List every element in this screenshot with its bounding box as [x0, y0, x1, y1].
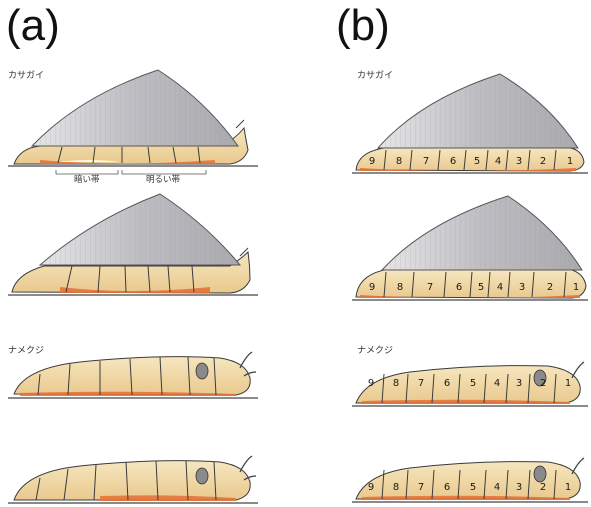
pneumostome	[534, 466, 546, 482]
segment-number-2: 2	[540, 378, 546, 389]
tentacle	[240, 352, 252, 368]
segment-number-7: 7	[418, 378, 424, 389]
pneumostome	[196, 468, 208, 484]
segment-number-4: 4	[497, 282, 503, 293]
segment-number-9: 9	[369, 156, 375, 167]
segment-number-5: 5	[474, 156, 480, 167]
numbered-segments: 9 8 7 6 5 4 3 2 1 9 8 7 6 5 4 3 2 1 9 8 7 6 5 4 3 2 1 9 8 7 6 5 4 3 2 1	[368, 150, 579, 499]
limpet-a1	[8, 70, 258, 174]
limpet-b1	[352, 74, 588, 173]
segment-number-6: 6	[444, 378, 450, 389]
segment-number-5: 5	[470, 482, 476, 493]
segment-number-2: 2	[540, 156, 546, 167]
segment-number-8: 8	[397, 282, 403, 293]
segment-number-6: 6	[450, 156, 456, 167]
segment-number-1: 1	[565, 378, 571, 389]
slug-b4	[352, 458, 588, 502]
segment-number-5: 5	[470, 378, 476, 389]
segment-number-7: 7	[418, 482, 424, 493]
segment-number-8: 8	[393, 482, 399, 493]
segment-number-1: 1	[567, 156, 573, 167]
segment-number-3: 3	[516, 156, 522, 167]
segment-number-9: 9	[369, 282, 375, 293]
segment-number-3: 3	[516, 482, 522, 493]
pneumostome	[196, 363, 208, 379]
light-band-bracket	[122, 170, 206, 174]
limpet-foot	[356, 148, 584, 171]
segment-number-6: 6	[444, 482, 450, 493]
segment-number-6: 6	[456, 282, 462, 293]
segment-number-4: 4	[495, 156, 501, 167]
slug-a4	[8, 456, 258, 503]
slug-body	[356, 366, 580, 403]
segment-number-7: 7	[423, 156, 429, 167]
segment-number-9: 9	[368, 482, 374, 493]
segment-number-2: 2	[540, 482, 546, 493]
dark-band-bracket	[56, 170, 118, 174]
segment-number-3: 3	[516, 378, 522, 389]
segment-number-5: 5	[478, 282, 484, 293]
segment-number-8: 8	[396, 156, 402, 167]
slug-a3	[8, 352, 258, 398]
tentacle	[572, 362, 584, 378]
tentacle	[572, 458, 584, 474]
segment-number-9: 9	[368, 378, 374, 389]
segment-number-1: 1	[565, 482, 571, 493]
segment-number-4: 4	[494, 482, 500, 493]
segment-number-3: 3	[519, 282, 525, 293]
segment-number-1: 1	[573, 282, 579, 293]
segment-number-8: 8	[393, 378, 399, 389]
tentacle	[240, 456, 252, 472]
limpet-a2	[8, 194, 258, 295]
segment-number-7: 7	[427, 282, 433, 293]
segment-number-4: 4	[494, 378, 500, 389]
segment-number-2: 2	[547, 282, 553, 293]
slug-body	[356, 462, 580, 499]
